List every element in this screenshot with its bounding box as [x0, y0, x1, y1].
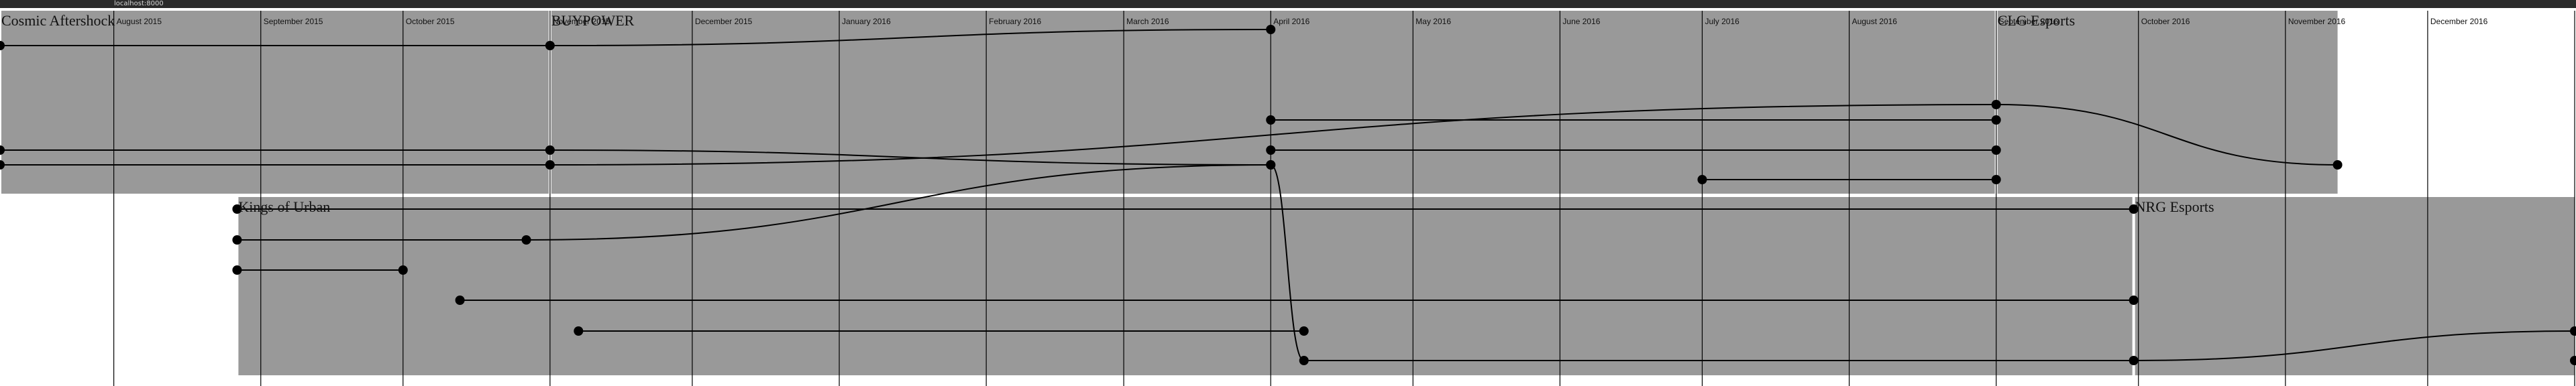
player-event-dot[interactable]	[232, 265, 242, 275]
player-path[interactable]	[237, 164, 1271, 241]
player-event-dot[interactable]	[2129, 204, 2139, 214]
month-label: December 2015	[695, 17, 753, 26]
player-event-dot[interactable]	[545, 41, 555, 50]
month-label: October 2016	[2141, 17, 2190, 26]
player-event-dot[interactable]	[574, 326, 584, 336]
player-event-dot[interactable]	[2129, 296, 2139, 305]
player-event-dot[interactable]	[545, 145, 555, 155]
player-event-dot[interactable]	[1266, 145, 1276, 155]
month-label: November 2015	[553, 17, 610, 26]
player-event-dot[interactable]	[1266, 160, 1276, 170]
player-event-dot[interactable]	[545, 160, 555, 170]
month-label: November 2016	[2288, 17, 2346, 26]
player-event-dot[interactable]	[2129, 356, 2139, 365]
month-label: April 2016	[1273, 17, 1309, 26]
player-event-dot[interactable]	[1299, 356, 1309, 365]
month-label: August 2015	[117, 17, 162, 26]
player-event-dot[interactable]	[1991, 100, 2001, 109]
player-path[interactable]	[0, 103, 2338, 166]
player-event-dot[interactable]	[0, 160, 5, 170]
team-label: BUYPOWER	[551, 12, 635, 29]
month-gridlines	[113, 11, 2575, 386]
player-event-dot[interactable]	[2570, 356, 2576, 365]
player-event-dot[interactable]	[2570, 326, 2576, 336]
player-event-dot[interactable]	[0, 41, 5, 50]
team-label: Kings of Urban	[238, 198, 330, 215]
player-event-dot[interactable]	[1991, 115, 2001, 125]
team-labels: Cosmic Aftershock BUYPOWER CLG EsportsKing…	[1, 12, 2214, 215]
player-event-dot[interactable]	[1991, 145, 2001, 155]
player-event-dot[interactable]	[1299, 326, 1309, 336]
month-label: July 2016	[1705, 17, 1739, 26]
player-paths	[0, 29, 2575, 361]
team-label: Cosmic Aftershock	[1, 12, 115, 29]
month-label: June 2016	[1562, 17, 1600, 26]
player-event-dot[interactable]	[1266, 25, 1276, 34]
month-label: August 2016	[1852, 17, 1898, 26]
player-event-dot[interactable]	[2332, 160, 2343, 170]
player-event-dot[interactable]	[0, 145, 5, 155]
browser-toolbar: localhost:8000	[0, 0, 2576, 8]
month-label: March 2016	[1126, 17, 1169, 26]
month-labels: August 2015 September 2015 October 2015 Nov…	[117, 17, 2488, 26]
month-label: December 2016	[2430, 17, 2488, 26]
team-block[interactable]	[2133, 197, 2575, 375]
team-label: CLG Esports	[1998, 12, 2076, 29]
team-label: NRG Esports	[2135, 198, 2214, 215]
month-label: October 2015	[406, 17, 455, 26]
month-label: September 2016	[1999, 17, 2059, 26]
player-path[interactable]	[0, 29, 1271, 46]
month-label: May 2016	[1415, 17, 1451, 26]
player-event-dot[interactable]	[1991, 175, 2001, 184]
team-blocks	[0, 11, 2576, 375]
band-separator	[0, 194, 2576, 197]
player-event-dot[interactable]	[232, 204, 242, 214]
player-event-dot[interactable]	[521, 235, 531, 245]
player-event-dot[interactable]	[1266, 115, 1276, 125]
player-event-dot[interactable]	[455, 296, 465, 305]
month-label: September 2015	[264, 17, 323, 26]
team-block[interactable]	[0, 11, 550, 196]
team-block[interactable]	[237, 197, 2134, 375]
player-event-dot[interactable]	[1697, 175, 1707, 184]
month-label: February 2016	[989, 17, 1041, 26]
tab-title[interactable]: localhost:8000	[114, 0, 164, 7]
player-event-dots	[0, 25, 2576, 365]
team-block[interactable]	[1996, 11, 2338, 196]
month-label: January 2016	[842, 17, 891, 26]
player-event-dot[interactable]	[398, 265, 408, 275]
player-path[interactable]	[0, 149, 2575, 361]
player-event-dot[interactable]	[232, 235, 242, 245]
